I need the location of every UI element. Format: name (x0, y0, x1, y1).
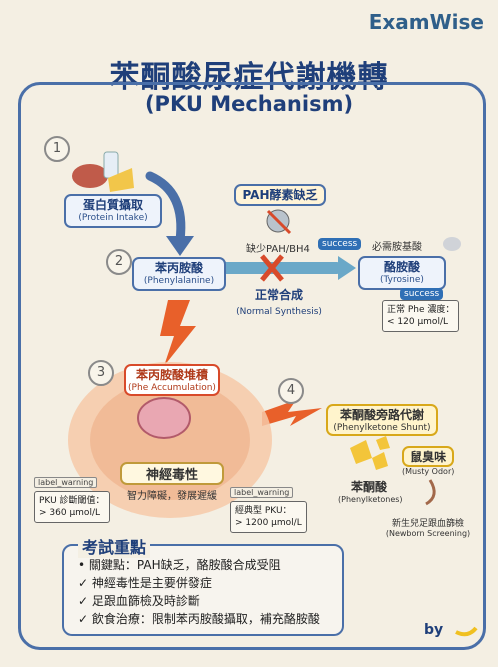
musty-odor-label: 鼠臭味 (402, 446, 455, 467)
lightning-down-icon (160, 300, 196, 366)
neurotoxicity-label: 神經毒性 (120, 462, 224, 485)
page-title: 苯酮酸尿症代謝機轉 (109, 60, 389, 95)
phenylalanine-box: 苯丙胺酸(Phenylalanine) (132, 257, 226, 291)
lightning-right-icon (262, 400, 322, 426)
musty-odor-sub: (Musty Odor) (402, 467, 455, 476)
check-icon: ✓ (78, 612, 92, 626)
warning-1: label_warning PKU 診斷閾值：> 360 μmol/L (34, 470, 110, 523)
shunt-box: 苯酮酸旁路代謝(Phenylketone Shunt) (326, 404, 438, 436)
diagram-frame (18, 82, 486, 650)
newborn-screening-label: 新生兒足跟血篩檢 (Newborn Screening) (385, 519, 471, 538)
step-2-number: 2 (106, 249, 132, 275)
musty-odor-box: 鼠臭味 (Musty Odor) (402, 446, 455, 476)
crystal-icon (350, 440, 372, 464)
normal-synthesis-label: 正常合成(Normal Synthesis) (236, 288, 322, 317)
arrow-phe-to-tyrosine (222, 262, 340, 274)
arrow-head (166, 236, 194, 256)
exam-item: ✓ 神經毒性是主要併發症 (78, 576, 212, 590)
milk-icon (103, 151, 119, 179)
small-brain-icon (443, 237, 461, 251)
essential-amino-label: 必需胺基酸 (372, 242, 422, 253)
success-badge: success (318, 238, 362, 250)
page-subtitle: (PKU Mechanism) (0, 92, 498, 116)
success-badge-2: success (400, 288, 444, 300)
exam-item: • 關鍵點：PAH缺乏，酪胺酸合成受阻 (78, 558, 281, 572)
neurotoxicity-box: 神經毒性 智力障礙，發展遲緩 (120, 462, 224, 502)
nose-icon (425, 479, 436, 506)
exam-item: ✓ 飲食治療：限制苯丙胺酸攝取，補充酪胺酸 (78, 612, 320, 626)
brain-icon (137, 397, 191, 439)
blocked-x-icon (260, 254, 284, 282)
step-4-number: 4 (278, 378, 304, 404)
brand-logo: ExamWise (368, 10, 484, 34)
cheese-icon (108, 168, 134, 192)
cofactor-label: 缺少PAH/BH4 (246, 244, 310, 255)
by-label: by (424, 622, 444, 638)
normal-phe-box: 正常 Phe 濃度：< 120 μmol/L (382, 300, 460, 332)
exam-points-title: 考試重點 (78, 534, 151, 558)
exam-item: ✓ 足跟血篩檢及時診斷 (78, 594, 200, 608)
neurotoxicity-sub: 智力障礙，發展遲緩 (127, 491, 217, 502)
arrow-protein-to-phe (145, 171, 186, 245)
step-1-number: 1 (44, 136, 70, 162)
meat-icon (72, 164, 108, 188)
check-icon: ✓ (78, 594, 92, 608)
accumulation-box: 苯丙胺酸堆積(Phe Accumulation) (124, 364, 220, 396)
pah-deficiency-label: PAH酵素缺乏 (234, 184, 326, 206)
dot-icon: • (78, 558, 89, 572)
step-3-number: 3 (88, 360, 114, 386)
protein-intake-box: 蛋白質攝取(Protein Intake) (64, 194, 162, 228)
phenylketones-label: 苯酮酸 (Phenylketones) (338, 480, 403, 504)
check-icon: ✓ (78, 576, 92, 590)
exam-points-panel: • 關鍵點：PAH缺乏，酪胺酸合成受阻 ✓ 神經毒性是主要併發症 ✓ 足跟血篩檢… (62, 544, 344, 636)
banana-icon (455, 626, 478, 637)
tyrosine-box: 酪胺酸(Tyrosine) (358, 256, 446, 290)
warning-2: label_warning 經典型 PKU：> 1200 μmol/L (230, 480, 307, 533)
